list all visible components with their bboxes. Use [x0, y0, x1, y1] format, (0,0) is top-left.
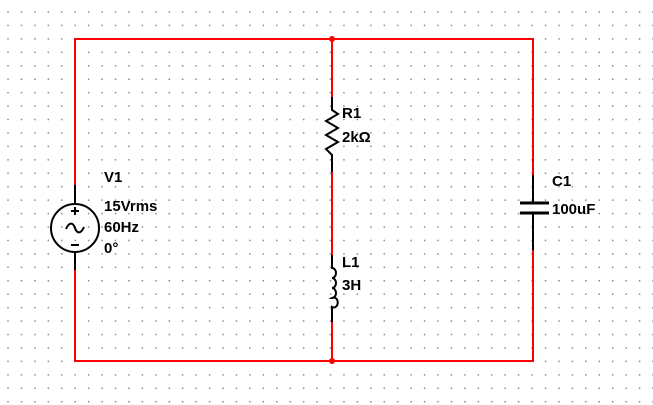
- v1-phase: 0°: [104, 240, 119, 257]
- v1-voltage: 15Vrms: [104, 198, 158, 215]
- wire-left-top[interactable]: [74, 38, 332, 185]
- wire-top-right[interactable]: [332, 38, 534, 175]
- junction-bottom: [329, 358, 335, 364]
- r1-name: R1: [342, 105, 362, 122]
- c1-value: 100uF: [552, 201, 596, 218]
- v1-ac-source-icon[interactable]: [50, 185, 100, 270]
- v1-frequency: 60Hz: [104, 219, 140, 236]
- c1-capacitor-icon[interactable]: [520, 175, 549, 250]
- wire-bottom-right[interactable]: [332, 250, 534, 362]
- v1-name: V1: [104, 169, 123, 186]
- l1-value: 3H: [342, 277, 362, 294]
- r1-resistor-icon[interactable]: [324, 97, 340, 172]
- r1-value: 2kΩ: [342, 129, 371, 146]
- l1-inductor-icon[interactable]: [328, 255, 339, 322]
- junction-top: [329, 36, 335, 42]
- c1-name: C1: [552, 173, 572, 190]
- wire-left-bottom[interactable]: [74, 270, 332, 362]
- l1-name: L1: [342, 254, 360, 271]
